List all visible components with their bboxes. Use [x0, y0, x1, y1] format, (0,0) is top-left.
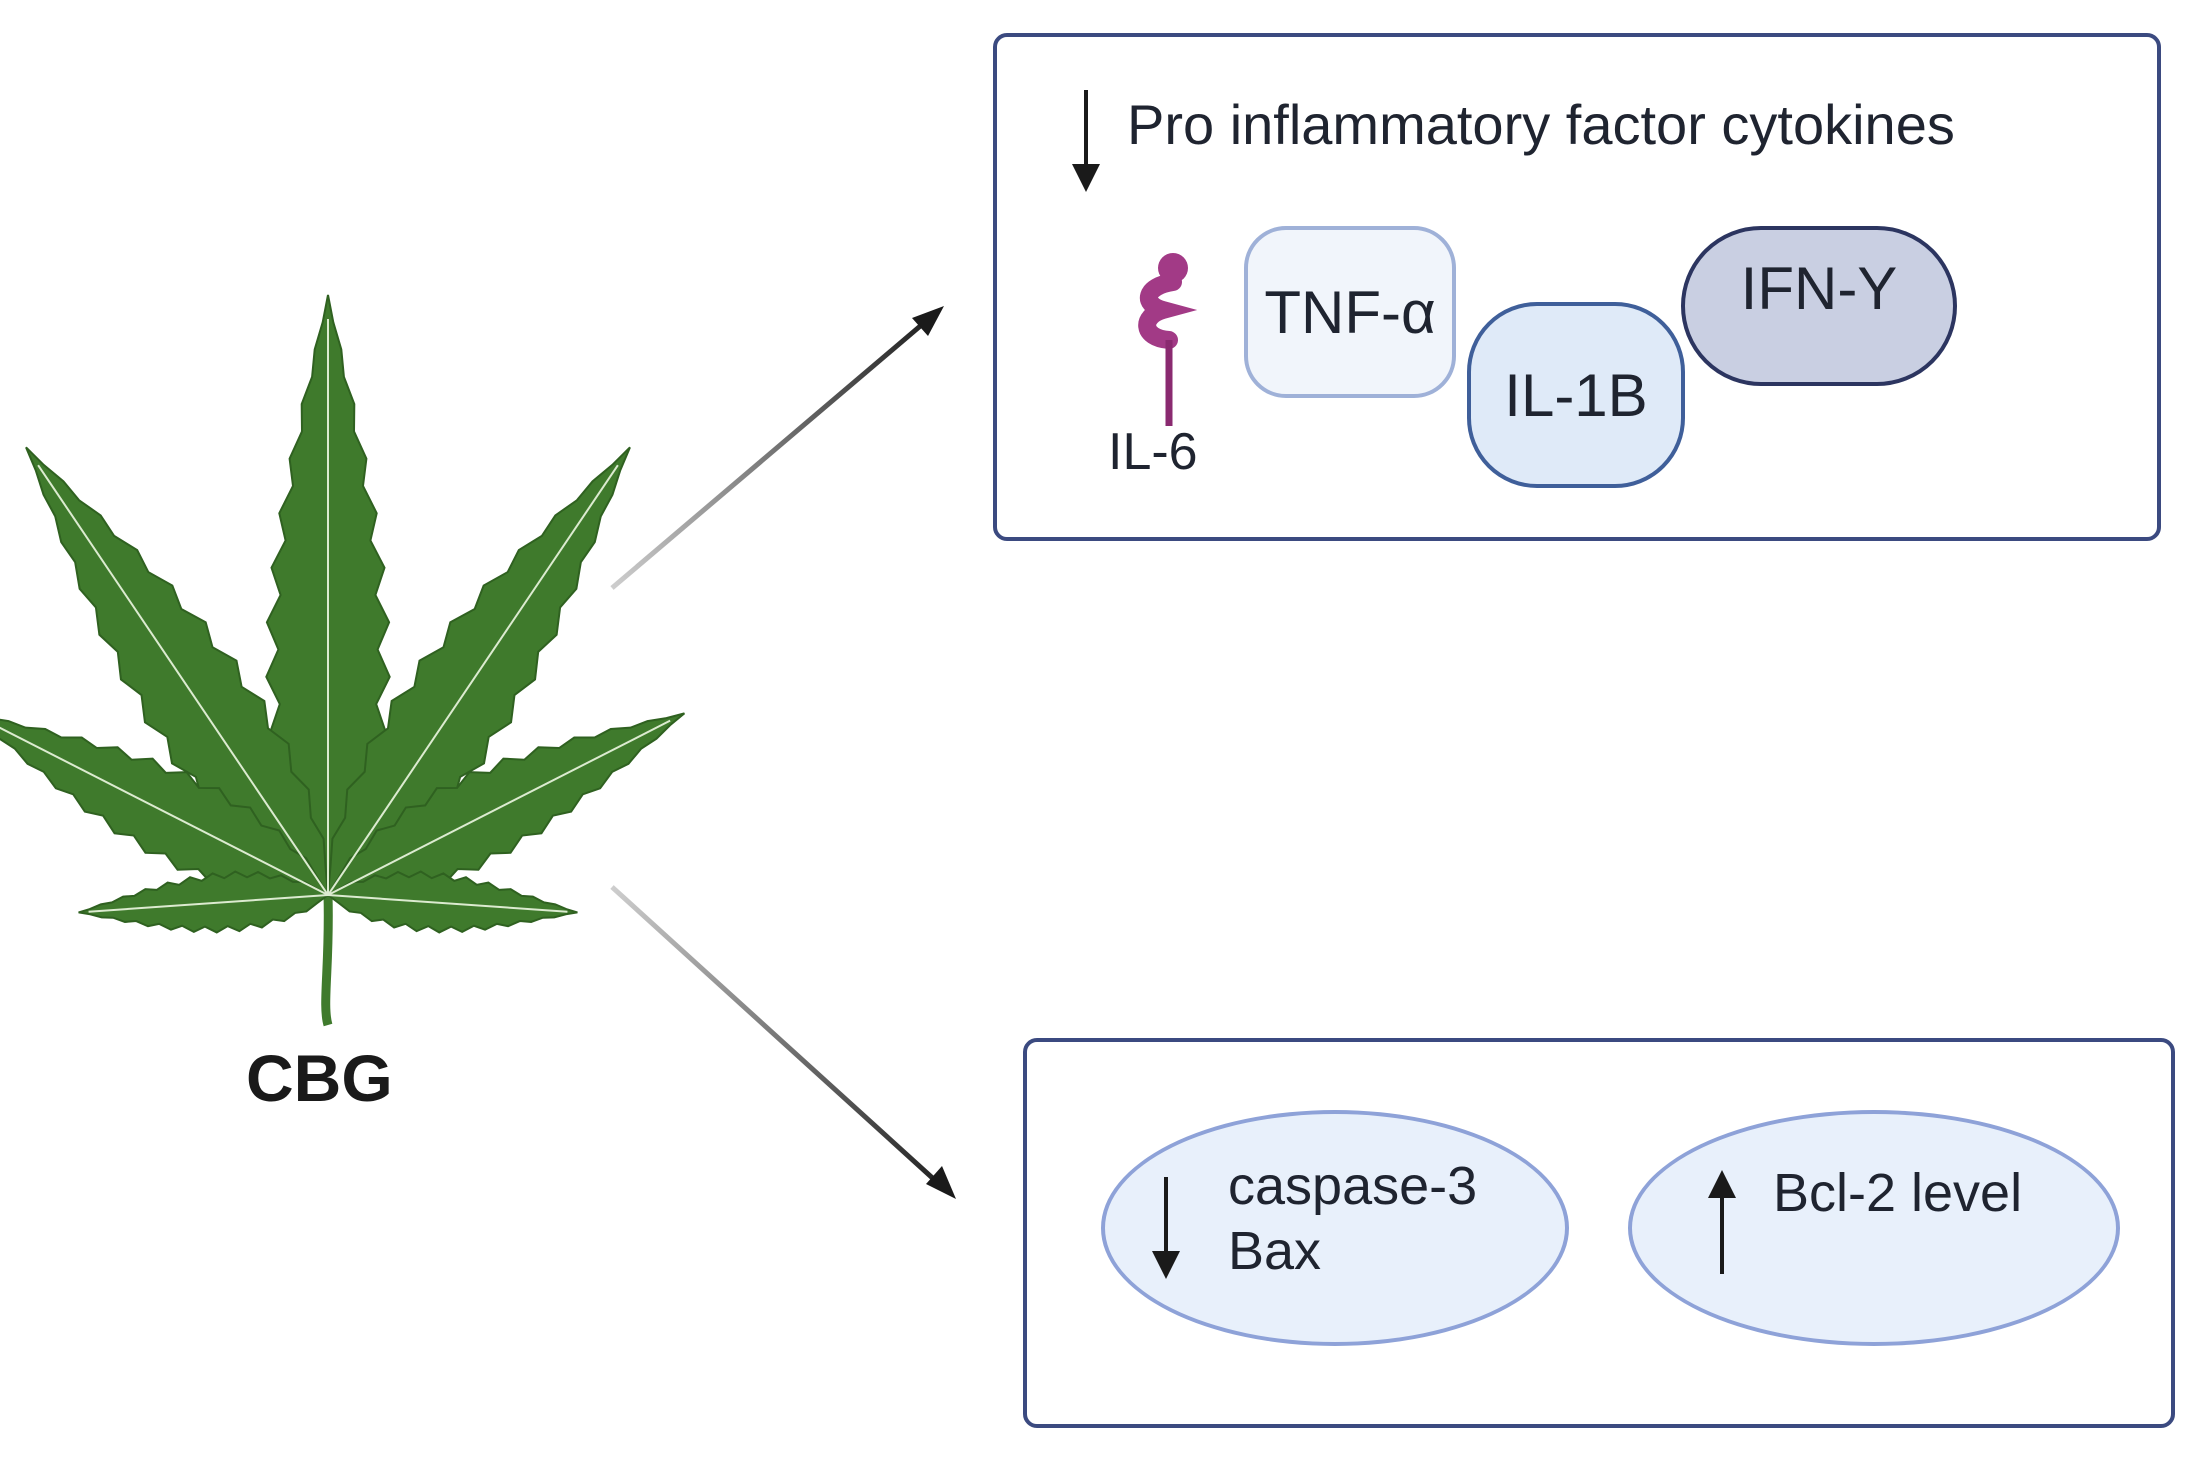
- arrow-to-apoptosis: [610, 885, 956, 1199]
- leaf-vein: [0, 719, 329, 896]
- bcl2-label: Bcl-2 level: [1773, 1163, 2023, 1223]
- caspase-bax-oval: [1101, 1110, 1569, 1346]
- il6-protein-icon: [1138, 253, 1198, 426]
- bax-label: Bax: [1228, 1221, 1322, 1281]
- leaf-vein: [37, 464, 329, 896]
- leaf-vein: [327, 894, 568, 913]
- cannabis-leaf-icon: [0, 294, 686, 1027]
- cytokine-ifn: IFN-Y: [1681, 226, 1957, 386]
- inflammation-heading: Pro inflammatory factor cytokines: [1127, 93, 1955, 156]
- cytokine-il1b: IL-1B: [1467, 302, 1685, 488]
- leaf-vein: [327, 719, 671, 896]
- bcl2-oval: [1628, 1110, 2120, 1346]
- leaf-vein: [88, 894, 329, 913]
- leaf-vein: [327, 464, 619, 896]
- arrow-to-inflammation: [610, 306, 944, 590]
- cytokine-tnf: TNF-α: [1244, 226, 1456, 398]
- down-arrow-icon: [1152, 1177, 1180, 1279]
- down-arrow-icon: [1072, 90, 1100, 192]
- up-arrow-icon: [1708, 1170, 1736, 1274]
- leaf-blade: [78, 870, 330, 934]
- caspase-3-label: caspase-3: [1228, 1156, 1478, 1216]
- leaf-blade: [326, 870, 578, 934]
- cytokine-il6: IL-6: [1108, 423, 1198, 481]
- compound-label: CBG: [246, 1041, 393, 1115]
